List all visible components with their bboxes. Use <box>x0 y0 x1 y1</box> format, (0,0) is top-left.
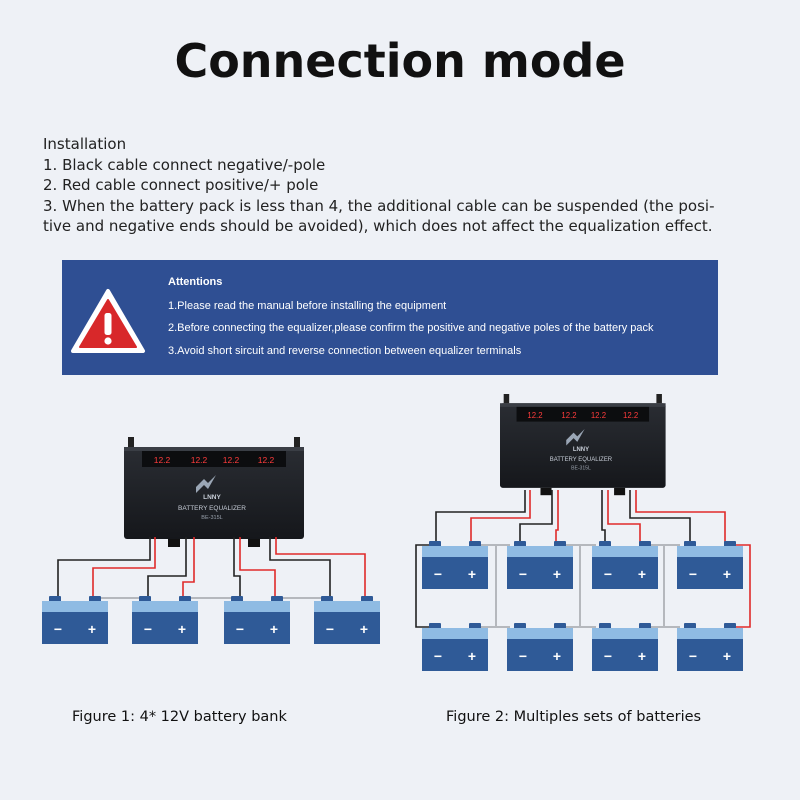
svg-text:−: − <box>604 566 612 582</box>
display-readout: 12.2 <box>191 455 208 465</box>
battery-equalizer-device <box>500 394 666 496</box>
svg-text:+: + <box>468 648 476 664</box>
battery: − + <box>592 541 658 589</box>
product-label: BATTERY EQUALIZER <box>550 457 613 463</box>
svg-text:−: − <box>519 648 527 664</box>
battery: − + <box>507 541 573 589</box>
svg-text:+: + <box>638 648 646 664</box>
display-readout: 12.2 <box>623 411 638 420</box>
svg-text:−: − <box>144 621 152 637</box>
svg-text:−: − <box>604 648 612 664</box>
display-readout: 12.2 <box>527 411 542 420</box>
installation-line-3: 3. When the battery pack is less than 4,… <box>43 196 715 215</box>
battery: − + <box>132 596 198 644</box>
svg-text:−: − <box>54 621 62 637</box>
installation-instructions: Installation 1. Black cable connect nega… <box>43 134 763 237</box>
installation-line-2: 2. Red cable connect positive/+ pole <box>43 176 319 194</box>
attentions-heading: Attentions <box>168 276 223 288</box>
display-readout: 12.2 <box>561 411 576 420</box>
page-title: Connection mode <box>174 34 626 88</box>
svg-text:−: − <box>434 566 442 582</box>
battery: − + <box>42 596 108 644</box>
display-readout: 12.2 <box>154 455 171 465</box>
svg-text:+: + <box>723 566 731 582</box>
battery: − + <box>422 623 488 671</box>
svg-text:+: + <box>468 566 476 582</box>
installation-heading: Installation <box>43 135 127 153</box>
figure-1-diagram: 12.2 12.2 12.2 12.2 LNNY BATTERY EQUALIZ… <box>42 437 380 644</box>
model-label: BE-315L <box>571 465 591 471</box>
svg-text:−: − <box>326 621 334 637</box>
svg-text:+: + <box>553 648 561 664</box>
figure-2-caption: Figure 2: Multiples sets of batteries <box>446 709 702 725</box>
attention-item-3: 3.Avoid short sircuit and reverse connec… <box>168 345 522 357</box>
svg-text:+: + <box>360 621 368 637</box>
product-label: BATTERY EQUALIZER <box>178 505 246 512</box>
svg-text:+: + <box>88 621 96 637</box>
figure-2-diagram: 12.2 12.2 12.2 12.2 LNNY BATTERY EQUALIZ… <box>415 394 751 671</box>
figure-1-caption: Figure 1: 4* 12V battery bank <box>72 709 287 725</box>
model-label: BE-315L <box>201 515 222 521</box>
attention-item-2: 2.Before connecting the equalizer,please… <box>168 322 654 334</box>
brand-logo-text: LNNY <box>573 447 589 453</box>
svg-text:−: − <box>689 566 697 582</box>
display-readout: 12.2 <box>223 455 240 465</box>
installation-line-1: 1. Black cable connect negative/-pole <box>43 155 326 174</box>
svg-text:+: + <box>638 566 646 582</box>
battery: − + <box>422 541 488 589</box>
svg-text:+: + <box>723 648 731 664</box>
attentions-panel: Attentions 1.Please read the manual befo… <box>62 260 718 375</box>
display-readout: 12.2 <box>591 411 606 420</box>
svg-text:−: − <box>434 648 442 664</box>
svg-text:−: − <box>236 621 244 637</box>
svg-text:+: + <box>178 621 186 637</box>
svg-text:−: − <box>519 566 527 582</box>
attention-item-1: 1.Please read the manual before installi… <box>168 300 447 312</box>
battery: − + <box>677 623 743 671</box>
svg-text:−: − <box>689 648 697 664</box>
battery: − + <box>314 596 380 644</box>
warning-triangle-icon <box>71 289 145 353</box>
brand-logo-text: LNNY <box>203 494 221 501</box>
installation-line-4: tive and negative ends should be avoided… <box>43 217 713 235</box>
battery-equalizer-device <box>124 437 304 547</box>
battery: − + <box>224 596 290 644</box>
svg-text:+: + <box>553 566 561 582</box>
display-readout: 12.2 <box>258 455 275 465</box>
battery: − + <box>507 623 573 671</box>
battery: − + <box>592 623 658 671</box>
svg-text:+: + <box>270 621 278 637</box>
battery: − + <box>677 541 743 589</box>
